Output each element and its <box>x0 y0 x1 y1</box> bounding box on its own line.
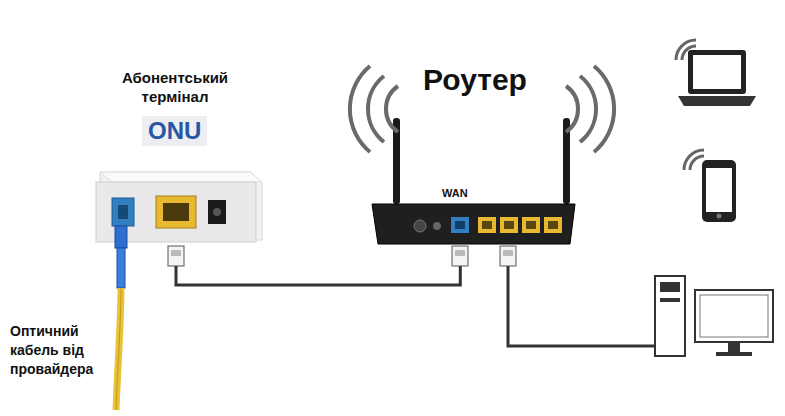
desktop-pc-icon <box>655 276 773 356</box>
router-device <box>372 118 575 244</box>
rj45-plug <box>168 246 516 266</box>
router: РоутерWAN <box>370 60 580 245</box>
onu-terminal: Абонентський терміналONU <box>85 68 265 245</box>
device-heading: Роутер <box>423 62 527 98</box>
laptop-icon <box>676 40 756 106</box>
phone-icon <box>684 150 736 222</box>
ethernet-cable <box>508 266 655 346</box>
device-heading: ONU <box>142 116 207 146</box>
device-heading: Абонентський термінал <box>105 68 245 106</box>
optical-cable <box>115 226 127 410</box>
cable-label: Оптичний кабель від провайдера <box>10 322 106 379</box>
ethernet-cable <box>176 266 460 285</box>
port-label: WAN <box>442 187 468 200</box>
